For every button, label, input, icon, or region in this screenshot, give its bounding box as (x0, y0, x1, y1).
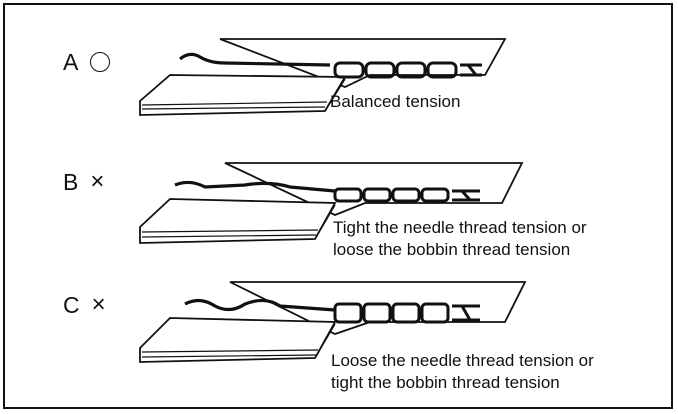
caption-line: Balanced tension (330, 92, 461, 111)
row-letter: A (63, 49, 79, 75)
cross-mark-icon: × (91, 291, 106, 318)
fabric-stitch-illustration (139, 38, 507, 116)
row-letter: B (63, 169, 79, 195)
cross-mark-icon: × (90, 168, 105, 195)
caption-line: Loose the needle thread tension or (331, 351, 594, 370)
row-letter: C (63, 292, 80, 318)
diagram-frame: A Balanced tension (3, 3, 673, 409)
caption-a: Balanced tension (330, 91, 460, 113)
circle-mark-icon (90, 52, 111, 72)
row-label-c: C × (63, 291, 106, 319)
fabric-stitch-illustration (139, 281, 527, 363)
caption-c: Loose the needle thread tension or tight… (331, 350, 594, 394)
caption-line: tight the bobbin thread tension (331, 373, 560, 392)
caption-b: Tight the needle thread tension or loose… (333, 217, 587, 261)
row-label-a: A (63, 49, 111, 75)
row-label-b: B × (63, 168, 105, 196)
fabric-stitch-illustration (139, 162, 524, 244)
panel-b: B × Tight the needle thread tension or l… (5, 155, 675, 285)
panel-c: C × Loose the needle thread tension or t… (5, 278, 675, 408)
caption-line: loose the bobbin thread tension (333, 240, 571, 259)
caption-line: Tight the needle thread tension or (333, 218, 587, 237)
panel-a: A Balanced tension (5, 35, 675, 165)
